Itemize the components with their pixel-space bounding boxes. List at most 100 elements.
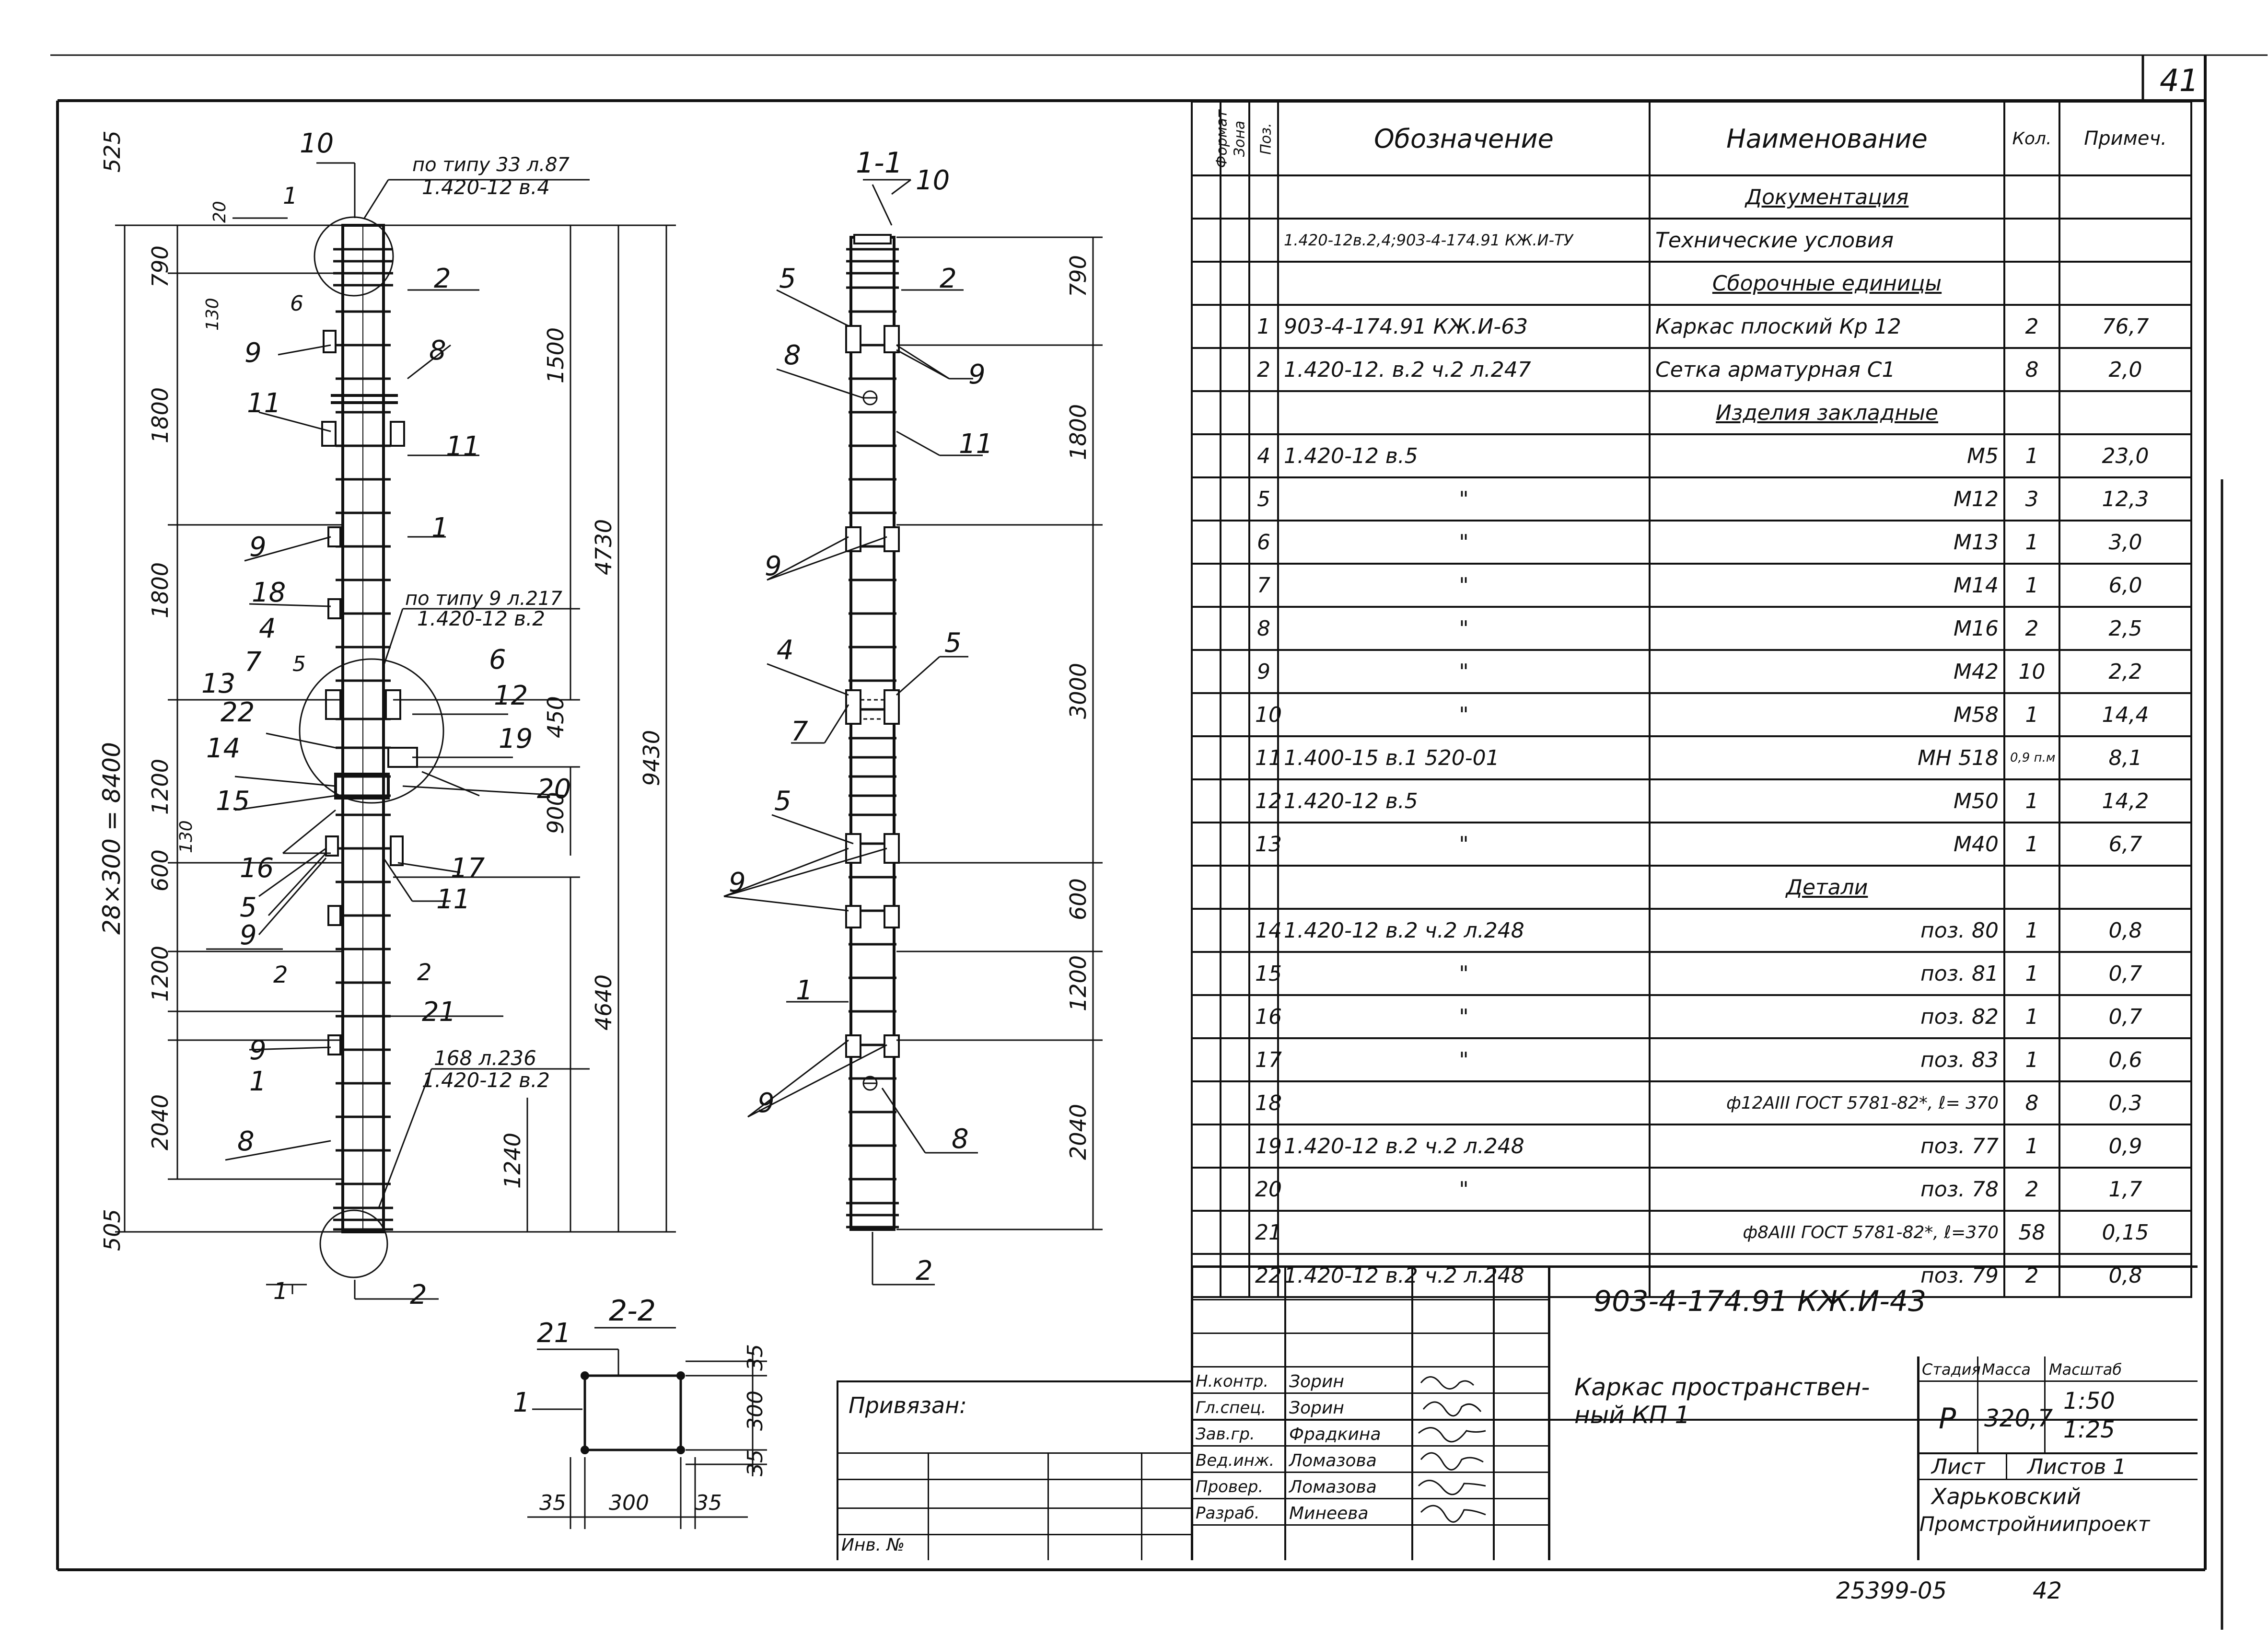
cell-format: [1191, 433, 1221, 478]
cell-zone: [1220, 563, 1250, 608]
archive-code: 25399-05: [1836, 1577, 1947, 1604]
cell-name: поз. 80: [1649, 908, 2005, 953]
cell-pos: 10: [1248, 692, 1282, 737]
cell-designation: ": [1277, 1037, 1651, 1082]
cell-qty: 1: [2003, 1037, 2060, 1082]
inventory-label: Инв. №: [841, 1535, 905, 1555]
pos-label: 9: [249, 1035, 267, 1066]
dim-text: 4640: [591, 974, 616, 1031]
cell-note: [2059, 390, 2192, 435]
dim-text: 1800: [1065, 404, 1091, 460]
cell-note: 14,4: [2059, 692, 2192, 737]
bound-label: Привязан:: [849, 1392, 967, 1418]
cell-designation: 1.420-12 в.2 ч.2 л.248: [1277, 1124, 1651, 1169]
cell-pos: 6: [1248, 520, 1279, 565]
cell-pos: 22: [1248, 1253, 1282, 1298]
pos-label: 2: [434, 263, 451, 294]
pos-label: 10: [916, 165, 950, 196]
cell-format: [1191, 1124, 1221, 1169]
cell-zone: [1220, 174, 1250, 220]
cell-pos: [1248, 218, 1279, 263]
signer-name: Минеева: [1289, 1504, 1369, 1523]
cell-zone: [1220, 1037, 1250, 1082]
pos-label: 2: [940, 263, 957, 294]
pos-label: 17: [451, 853, 485, 884]
col-header-pos: Поз.: [1248, 101, 1279, 176]
pos-label: 5: [240, 892, 257, 923]
cell-designation: [1277, 261, 1651, 306]
organization-line-2: Промстройниипроект: [1919, 1512, 2150, 1536]
dim-text: 3000: [1065, 663, 1091, 719]
cell-name: Каркас плоский Кр 12: [1649, 304, 2005, 349]
section-1-1-view: [723, 179, 1103, 1286]
section-title: 1-1: [856, 146, 903, 180]
cell-name: ф8АIII ГОСТ 5781-82*, ℓ=370: [1649, 1210, 2005, 1255]
cell-qty: 0,9 п.м: [2003, 735, 2060, 780]
cell-zone: [1220, 908, 1250, 953]
cell-zone: [1220, 649, 1250, 694]
pos-label: 8: [784, 340, 801, 371]
cell-qty: 1: [2003, 822, 2060, 867]
cell-format: [1191, 908, 1221, 953]
dim-text: 4730: [591, 519, 616, 575]
pos-label: 11: [959, 429, 993, 460]
page-number: 41: [2160, 63, 2198, 99]
cell-qty: 2: [2003, 304, 2060, 349]
cell-zone: [1220, 347, 1250, 392]
dim-text: 1800: [147, 562, 173, 618]
signer-name: Фрадкина: [1289, 1425, 1381, 1444]
dim-text: 1240: [500, 1133, 525, 1189]
col-header-format: Формат: [1191, 101, 1230, 176]
cell-designation: ": [1277, 476, 1651, 522]
dim-text: 9430: [639, 730, 664, 786]
scale-value-2: 1:25: [2063, 1416, 2115, 1443]
cell-zone: [1220, 778, 1250, 823]
pos-label: 14: [206, 733, 240, 764]
dim-text: 790: [1065, 255, 1091, 297]
cell-pos: [1248, 390, 1279, 435]
cell-designation: ": [1277, 649, 1651, 694]
cell-designation: 1.420-12. в.2 ч.2 л.247: [1277, 347, 1651, 392]
cell-note: 0,6: [2059, 1037, 2192, 1082]
cell-format: [1191, 994, 1221, 1039]
cell-zone: [1220, 951, 1250, 996]
col-header-zone: Зона: [1220, 101, 1250, 176]
sheet-label: Лист: [1931, 1455, 1985, 1479]
cell-pos: 5: [1248, 476, 1279, 522]
cell-pos: 12: [1248, 778, 1282, 823]
cell-pos: 15: [1248, 951, 1282, 996]
cell-name: МН 518: [1649, 735, 2005, 780]
cell-designation: 1.420-12 в.2 ч.2 л.248: [1277, 1253, 1651, 1298]
pos-label: 6: [290, 291, 303, 316]
cell-name: Технические условия: [1649, 218, 2005, 263]
col-header-designation: Обозначение: [1277, 101, 1651, 176]
col-header-note: Примеч.: [2059, 101, 2192, 176]
cell-format: [1191, 1210, 1221, 1255]
pos-label: 4: [259, 613, 276, 644]
stage-label: Стадия: [1922, 1360, 1981, 1379]
cell-designation: ": [1277, 994, 1651, 1039]
cell-designation: ": [1277, 692, 1651, 737]
cell-pos: 18: [1248, 1080, 1282, 1125]
cell-note: 0,7: [2059, 951, 2192, 996]
cell-format: [1191, 304, 1221, 349]
mass-label: Масса: [1982, 1360, 2031, 1379]
callout-text: по типу 33 л.87: [412, 154, 570, 176]
cell-note: 2,0: [2059, 347, 2192, 392]
cell-zone: [1220, 261, 1250, 306]
cell-note: 6,7: [2059, 822, 2192, 867]
cell-note: 23,0: [2059, 433, 2192, 478]
pos-label: 11: [247, 388, 281, 419]
cell-note: 8,1: [2059, 735, 2192, 780]
pos-label: 19: [499, 723, 533, 754]
pos-label: 13: [201, 668, 235, 699]
cell-zone: [1220, 735, 1250, 780]
cell-designation: [1277, 174, 1651, 220]
